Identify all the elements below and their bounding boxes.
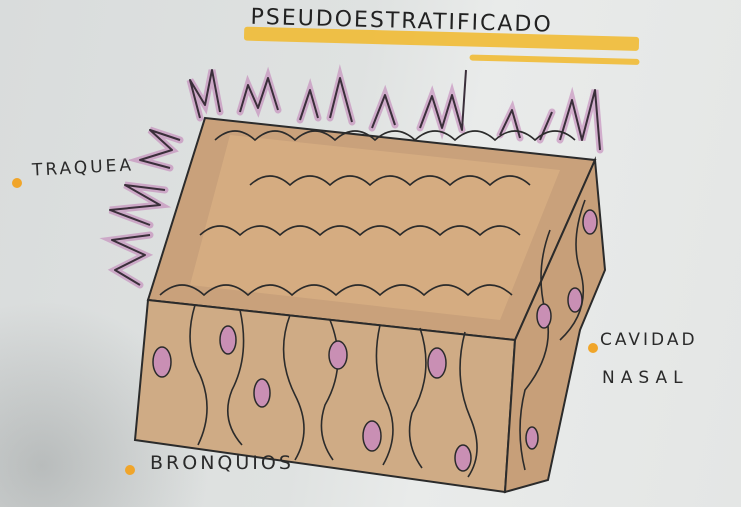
bullet-cavidad-nasal <box>588 343 598 353</box>
bullet-bronquios <box>125 465 135 475</box>
label-cavidad: CAVIDAD <box>600 330 698 350</box>
bullet-traquea <box>12 178 22 188</box>
label-bronquios: BRONQUIOS <box>150 452 294 474</box>
label-nasal: NASAL <box>602 368 689 388</box>
